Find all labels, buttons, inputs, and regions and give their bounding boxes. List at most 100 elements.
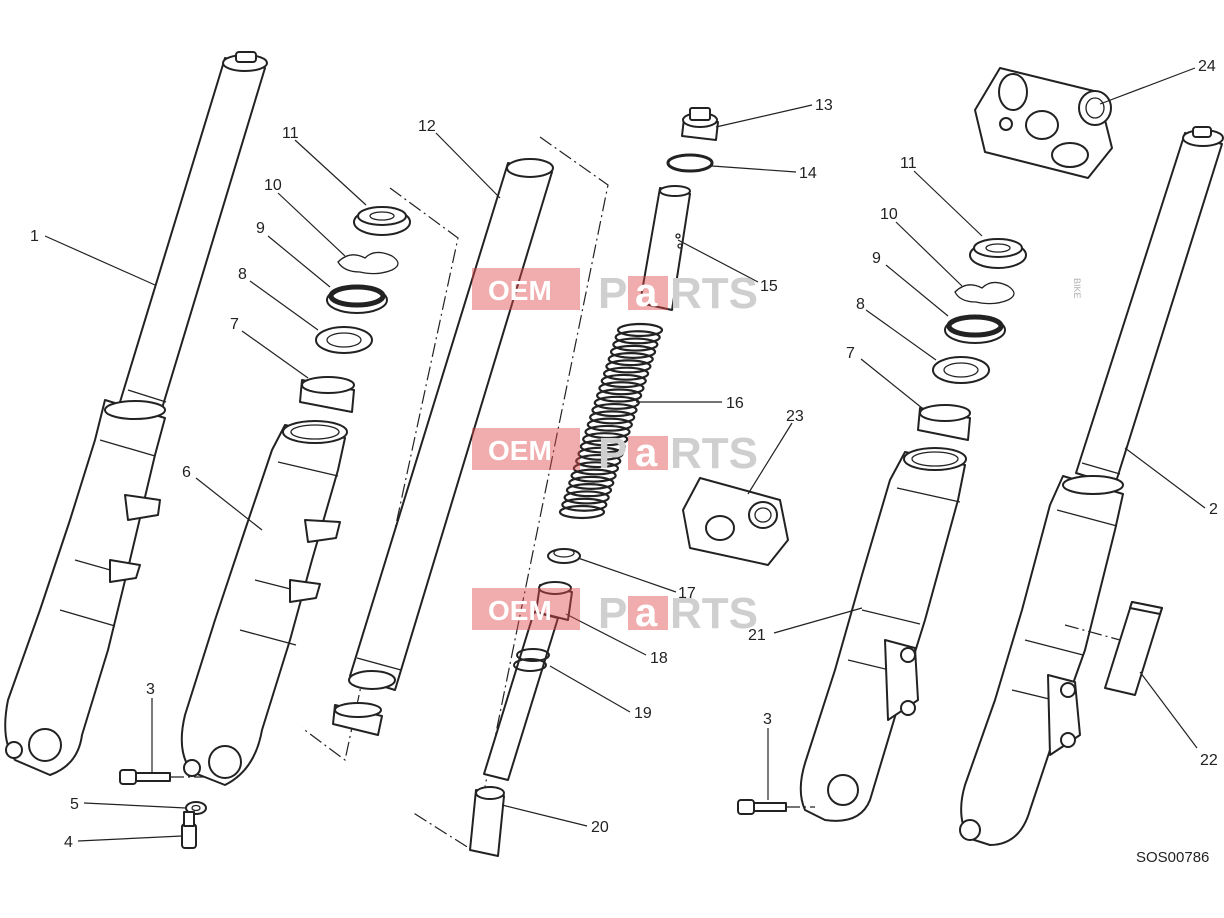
- spring-coil: [609, 344, 657, 359]
- callout-11-right: 11: [900, 155, 917, 172]
- callout-7-right: 7: [846, 345, 855, 362]
- callout-1: 1: [30, 228, 39, 245]
- spring-coil: [575, 453, 622, 469]
- spring-coil: [563, 490, 610, 505]
- dust-seal-right[interactable]: [969, 238, 1027, 269]
- watermark-a: a: [635, 271, 658, 315]
- spring-coil: [598, 381, 645, 396]
- spring-coil: [584, 424, 631, 440]
- callout-3-left: 3: [146, 681, 155, 698]
- ring-17[interactable]: [547, 548, 581, 564]
- spring-coil: [589, 410, 636, 425]
- bushing-12-bottom[interactable]: [332, 702, 383, 736]
- spring-coil: [614, 330, 661, 345]
- drawing-code: SOS00786: [1136, 849, 1209, 866]
- retaining-clip-right[interactable]: [954, 281, 1015, 305]
- spring-coil: [591, 402, 638, 418]
- o-ring-14[interactable]: [666, 153, 714, 173]
- watermark-rts: RTS: [670, 269, 758, 318]
- callout-2: 2: [1209, 501, 1218, 518]
- fork-cap-13[interactable]: [681, 107, 719, 141]
- callout-7-left: 7: [230, 316, 239, 333]
- callout-18: 18: [650, 650, 668, 667]
- fork-leg-second[interactable]: [180, 420, 348, 786]
- watermark-oem: OEM: [488, 275, 552, 306]
- spring-coil: [565, 483, 613, 498]
- spring-coil: [605, 359, 652, 374]
- protector-pad-22[interactable]: [1104, 601, 1163, 696]
- callout-14: 14: [799, 165, 817, 182]
- spring-coil: [572, 461, 620, 476]
- spring-coil: [612, 337, 659, 352]
- fork-leg-right[interactable]: [959, 475, 1124, 846]
- fork-leg-21[interactable]: [799, 447, 967, 822]
- watermark-oem: OEM: [488, 435, 552, 466]
- callout-15: 15: [760, 278, 778, 295]
- fork-leg-left[interactable]: [4, 399, 166, 776]
- callout-5: 5: [70, 796, 79, 813]
- callout-9-right: 9: [872, 250, 881, 267]
- oil-seal-left[interactable]: [326, 284, 388, 314]
- spring-coil: [570, 468, 617, 483]
- callout-24: 24: [1198, 58, 1216, 75]
- callout-19: 19: [634, 705, 652, 722]
- watermark-rts: RTS: [670, 429, 758, 478]
- spring-coil: [561, 497, 608, 512]
- bolt-right[interactable]: [737, 799, 787, 815]
- callout-9-left: 9: [256, 220, 265, 237]
- fork-tube-right[interactable]: [1075, 126, 1224, 486]
- callout-4: 4: [64, 834, 73, 851]
- callout-22: 22: [1200, 752, 1218, 769]
- bushing-20[interactable]: [469, 786, 505, 857]
- leader-lines: [44, 67, 1206, 842]
- assembly-line: [1064, 624, 1121, 641]
- spring-coil: [596, 388, 643, 403]
- fork-tube-left[interactable]: [119, 51, 268, 416]
- watermark-top: OEM BIKE P a RTS: [472, 268, 1082, 318]
- callout-13: 13: [815, 97, 833, 114]
- bushing-7-left[interactable]: [299, 376, 355, 413]
- assembly-line: [411, 136, 609, 851]
- spring-coil: [602, 366, 650, 381]
- washer-8-left[interactable]: [315, 326, 373, 354]
- watermark-bike: BIKE: [1072, 278, 1082, 299]
- spring-16[interactable]: [558, 322, 664, 520]
- watermark-a: a: [635, 431, 658, 475]
- callout-10-right: 10: [880, 206, 898, 223]
- washer-8-right[interactable]: [932, 356, 990, 384]
- spring-coil: [607, 352, 654, 367]
- retaining-clip-left[interactable]: [337, 251, 399, 275]
- spring-coil: [600, 373, 647, 389]
- callout-numbers: 1 2 3 3 4 5 6 7 7 8 8 9 9 10 10 11 11 12…: [30, 58, 1218, 851]
- watermark-p: P: [598, 269, 627, 318]
- callout-8-right: 8: [856, 296, 865, 313]
- cartridge-rod-19[interactable]: [483, 611, 559, 781]
- spacer-tube-15[interactable]: [639, 185, 691, 311]
- bolt-4[interactable]: [181, 811, 197, 849]
- clamp-23[interactable]: [682, 477, 789, 566]
- clamp-24[interactable]: [974, 67, 1113, 179]
- spring-coil: [579, 439, 626, 454]
- callout-12: 12: [418, 118, 436, 135]
- spring-coil: [577, 446, 624, 461]
- spring-coil: [558, 504, 606, 520]
- callout-23: 23: [786, 408, 804, 425]
- watermark-rts: RTS: [670, 589, 758, 638]
- watermark-oem: OEM: [488, 595, 552, 626]
- watermark-bottom: OEM P a RTS: [472, 588, 758, 638]
- bushing-7-right[interactable]: [917, 404, 971, 441]
- watermark-p: P: [598, 429, 627, 478]
- piston-18[interactable]: [535, 581, 573, 621]
- spring-coil: [582, 432, 629, 447]
- damper-tube-12[interactable]: [348, 158, 554, 691]
- callout-16: 16: [726, 395, 744, 412]
- watermark-middle: OEM P a RTS: [472, 428, 758, 478]
- bolt-left[interactable]: [119, 769, 171, 785]
- watermark-a: a: [635, 591, 658, 635]
- dust-seal-left[interactable]: [353, 206, 411, 236]
- watermark-p: P: [598, 589, 627, 638]
- callout-17: 17: [678, 585, 696, 602]
- spring-coil: [616, 322, 664, 338]
- oil-seal-right[interactable]: [944, 314, 1006, 344]
